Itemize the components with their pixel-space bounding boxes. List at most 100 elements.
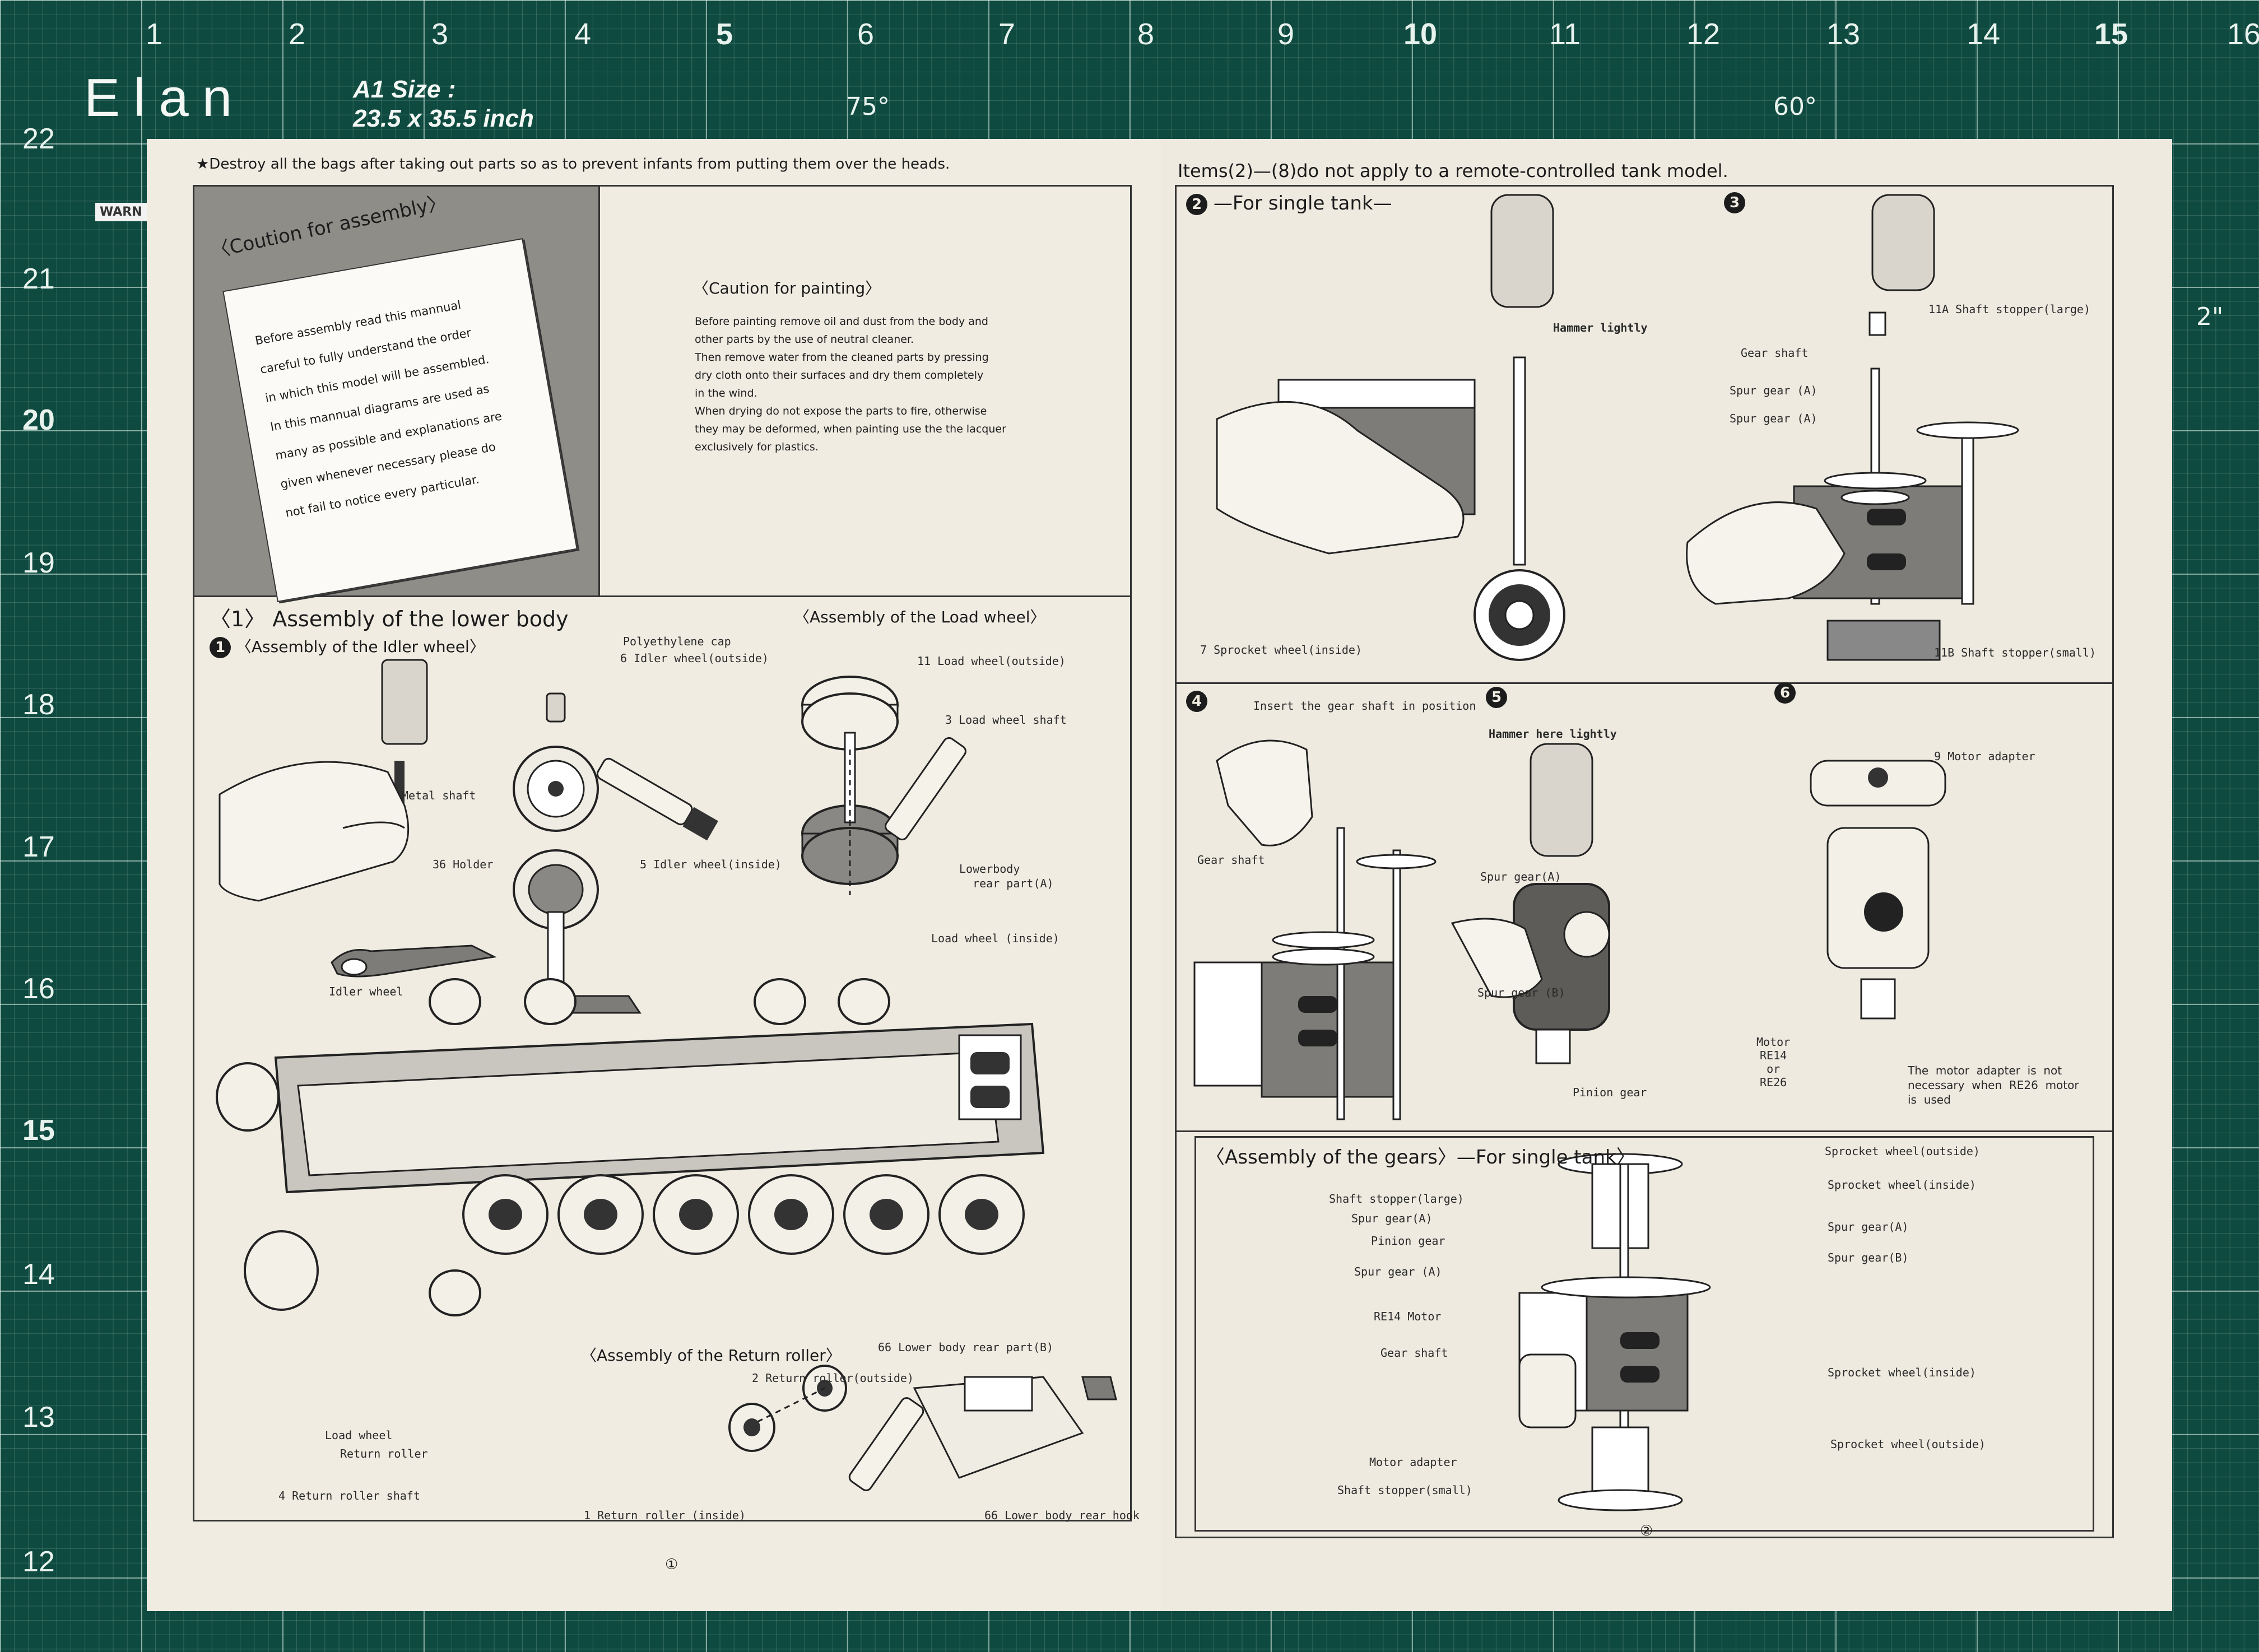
- painting-line: other parts by the use of neutral cleane…: [695, 333, 914, 346]
- load-wheel-title: 〈Assembly of the Load wheel〉: [794, 608, 1046, 626]
- divider-v: [598, 185, 600, 595]
- ruler-number: 2: [289, 17, 306, 51]
- return-roller-illustration: [728, 1365, 924, 1491]
- section1-title: 〈1〉 Assembly of the lower body: [210, 607, 569, 631]
- label-spur-gear-a: Spur gear (A): [1730, 384, 1818, 397]
- ruler-number: 1: [146, 17, 163, 51]
- brand-logo: Elan: [84, 68, 246, 128]
- left-page: ★Destroy all the bags after taking out p…: [147, 139, 1161, 1611]
- divider-h: [1175, 682, 2112, 684]
- step-number: 5: [1486, 687, 1507, 708]
- gears-label-left: RE14 Motor: [1374, 1310, 1442, 1323]
- warn-tag: WARN: [95, 203, 147, 221]
- label-shaft-stopper-small: 11B Shaft stopper(small): [1934, 646, 2096, 659]
- label-idler-wheel: Idler wheel: [329, 985, 403, 998]
- gears-panel: [1194, 1136, 2094, 1532]
- ruler-number: 17: [22, 831, 55, 863]
- step2-title: —For single tank—: [1213, 192, 1392, 215]
- gears-label-left: Pinion gear: [1371, 1234, 1445, 1248]
- ruler-number: 20: [22, 404, 55, 436]
- ruler-number: 9: [1277, 17, 1295, 51]
- caution-assembly-text: Before assembly read this mannual carefu…: [253, 287, 514, 528]
- label-return-roller: Return roller: [340, 1447, 428, 1460]
- ruler-number: 5: [716, 17, 733, 51]
- step-number: 3: [1724, 192, 1745, 213]
- label-gear-shaft-4: Gear shaft: [1197, 853, 1265, 867]
- mat-size: A1 Size : 23.5 x 35.5 inch: [353, 75, 534, 133]
- ruler-number: 14: [22, 1258, 55, 1291]
- divider-h: [1175, 1130, 2112, 1132]
- ruler-number: 14: [1967, 17, 2001, 51]
- gears-label-right: Spur gear(A): [1828, 1220, 1909, 1234]
- step-number: 4: [1186, 691, 1207, 712]
- step-number: 2: [1186, 193, 1207, 215]
- gears-label-right: Sprocket wheel(outside): [1825, 1144, 1980, 1158]
- label-spur-gear-a-4: Spur gear(A): [1480, 870, 1561, 883]
- gears-label-right: Sprocket wheel(inside): [1828, 1178, 1976, 1192]
- bag-warning: ★Destroy all the bags after taking out p…: [196, 156, 950, 173]
- return-roller-title: 〈Assembly of the Return roller〉: [581, 1346, 842, 1365]
- label-poly-cap: Polyethylene cap: [623, 635, 731, 648]
- gears-label-right: Sprocket wheel(outside): [1830, 1437, 1986, 1451]
- label-rear-part-b: 66 Lower body rear part(B): [878, 1341, 1054, 1354]
- painting-line: Before painting remove oil and dust from…: [695, 315, 988, 328]
- painting-line: When drying do not expose the parts to f…: [695, 405, 987, 417]
- gears-label-left: Shaft stopper(large): [1329, 1192, 1464, 1206]
- label-load-wheel: Load wheel: [325, 1428, 393, 1442]
- step4-heading: 4: [1186, 691, 1207, 712]
- gears-title: 〈Assembly of the gears〉—For single tank〉: [1206, 1146, 1635, 1169]
- label-rear-hook: 66 Lower body rear hook: [984, 1509, 1140, 1522]
- idler-title: 〈Assembly of the Idler wheel〉: [235, 637, 485, 656]
- gears-label-left: Spur gear(A): [1351, 1212, 1433, 1225]
- lower-body-illustration: [216, 978, 1045, 1316]
- size-line-2: 23.5 x 35.5 inch: [353, 105, 534, 132]
- ruler-number: 12: [22, 1546, 55, 1578]
- label-hammer-here: Hammer here lightly: [1489, 727, 1617, 741]
- ruler-number: 12: [1686, 17, 1721, 51]
- painting-line: Then remove water from the cleaned parts…: [695, 351, 989, 364]
- painting-line: dry cloth onto their surfaces and dry th…: [695, 369, 984, 381]
- ruler-number: 7: [998, 17, 1016, 51]
- gears-label-left: Motor adapter: [1369, 1455, 1457, 1469]
- label-lowerbody-rear-a: Lowerbody rear part(A): [959, 862, 1054, 890]
- ruler-number: 16: [22, 972, 55, 1005]
- page-number-left: ①: [665, 1556, 678, 1573]
- ruler-number: 18: [22, 688, 55, 721]
- label-sprocket-inside-7: 7 Sprocket wheel(inside): [1200, 643, 1362, 657]
- ruler-number: 22: [22, 123, 55, 155]
- divider-h: [193, 595, 1130, 597]
- label-spur-gear-a2: Spur gear (A): [1730, 412, 1818, 425]
- size-line-1: A1 Size :: [353, 76, 456, 103]
- angle-60: 60°: [1773, 92, 1817, 121]
- label-pinion-gear: Pinion gear: [1573, 1086, 1647, 1099]
- label-motor-re14: Motor RE14 or RE26: [1756, 1035, 1791, 1089]
- label-return-roller-shaft: 4 Return roller shaft: [278, 1489, 420, 1502]
- step6-heading: 6: [1774, 682, 1796, 704]
- ruler-number: 21: [22, 263, 55, 295]
- label-idler-inside: 5 Idler wheel(inside): [640, 858, 782, 871]
- step-number: 1: [210, 637, 231, 658]
- label-hammer-lightly: Hammer lightly: [1553, 321, 1648, 334]
- label-insert-gear-shaft: Insert the gear shaft in position: [1253, 699, 1476, 713]
- step5-heading: 5: [1486, 687, 1507, 708]
- label-load-inside: Load wheel (inside): [931, 932, 1059, 945]
- page-number-right: ②: [1640, 1523, 1653, 1539]
- label-idler-outside: 6 Idler wheel(outside): [620, 652, 769, 665]
- gears-label-left: Shaft stopper(small): [1337, 1483, 1472, 1497]
- step4-illustration: [1193, 739, 1437, 1120]
- label-spur-gear-b-4: Spur gear (B): [1477, 986, 1565, 999]
- label-metal-shaft: Metal shaft: [402, 789, 476, 802]
- painting-line: they may be deformed, when painting use …: [695, 423, 1006, 435]
- painting-line: exclusively for plastics.: [695, 441, 819, 453]
- ruler-number: 15: [22, 1114, 55, 1147]
- caution-painting-text: Before painting remove oil and dust from…: [695, 313, 1006, 456]
- load-wheel-illustration: [801, 676, 966, 895]
- ruler-number: 4: [574, 17, 592, 51]
- caution-note: 〈Coution for assembly〉 Before assembly r…: [209, 191, 578, 602]
- ruler-number: 10: [1403, 17, 1438, 51]
- ruler-number: 19: [22, 547, 55, 579]
- rc-header: Items(2)—(8)do not apply to a remote-con…: [1178, 160, 1728, 182]
- step3-illustration: [1686, 194, 2019, 661]
- label-motor-adapter-9: 9 Motor adapter: [1934, 750, 2035, 763]
- ruler-number: 8: [1137, 17, 1155, 51]
